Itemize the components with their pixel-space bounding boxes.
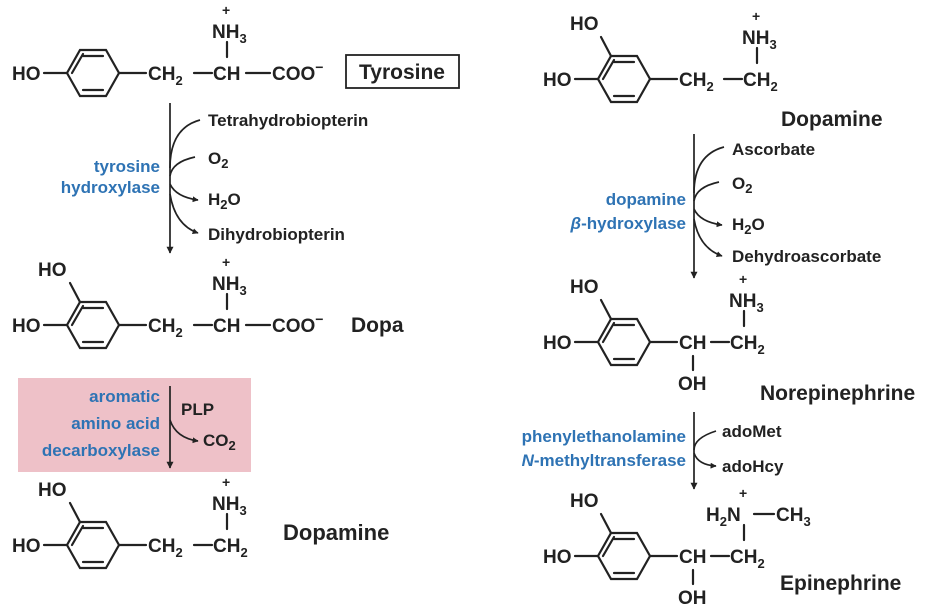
dopamine-left-name: Dopamine — [283, 520, 389, 545]
epinephrine-ho-top-label: HO — [570, 491, 599, 512]
tyrosine-coo-label: COO− — [272, 59, 323, 85]
step1-h2o: H2O — [208, 190, 241, 212]
dopa-structure: HO HO CH2 CH + NH3 COO− Dopa — [12, 254, 404, 350]
step3-oxygen-in-curve — [693, 181, 720, 202]
tyrosine-structure: HO CH2 CH + NH3 COO− Tyrosine — [12, 2, 460, 98]
tyrosine-benzene-ring — [65, 48, 121, 98]
step3-ascorbate: Ascorbate — [732, 140, 815, 159]
epinephrine-ch3-label: CH3 — [776, 505, 811, 529]
step1-oxygen-in-curve — [169, 156, 196, 177]
dopamine-right-ch2b-label: CH2 — [743, 70, 778, 94]
step1-enzyme-line1: tyrosine — [94, 157, 160, 176]
tyrosine-ho-label: HO — [12, 64, 41, 85]
dopa-coo-label: COO− — [272, 311, 323, 337]
dopamine-right-ch2a-label: CH2 — [679, 70, 714, 94]
norepinephrine-ch-label: CH — [679, 333, 706, 354]
step3-o2: O2 — [732, 174, 752, 196]
step1-enzyme-line2: hydroxylase — [61, 178, 160, 197]
dopamine-left-ho-top-label: HO — [38, 480, 67, 501]
step4-adomet: adoMet — [722, 422, 782, 441]
step4-enzyme-line1: phenylethanolamine — [522, 427, 686, 446]
decarboxylase-highlight-box — [18, 378, 251, 472]
tyrosine-name-box — [345, 54, 460, 89]
epinephrine-benzene-ring — [596, 531, 652, 581]
step2-co2-out-arrow — [169, 419, 199, 444]
epinephrine-ch2-label: CH2 — [730, 547, 765, 571]
step1-cofactor-in-curve — [169, 119, 201, 169]
norepinephrine-plus-charge: + — [739, 271, 747, 287]
step3-enzyme-line1: dopamine — [606, 190, 686, 209]
dopamine-left-benzene-ring — [65, 520, 121, 570]
tyrosine-ch-label: CH — [213, 64, 240, 85]
dopa-name: Dopa — [351, 314, 404, 337]
dopamine-right-structure: HO HO CH2 CH2 + NH3 Dopamine — [543, 8, 883, 131]
dopamine-right-benzene-ring — [596, 54, 652, 104]
dopamine-left-plus-charge: + — [222, 474, 230, 490]
dopamine-left-nh3-label: NH3 — [212, 494, 247, 518]
epinephrine-ho-label: HO — [543, 547, 572, 568]
step4-adomet-in-curve — [693, 430, 717, 451]
epinephrine-ch-label: CH — [679, 547, 706, 568]
step1-o2: O2 — [208, 149, 228, 171]
epinephrine-h2n-label: H2N — [706, 505, 741, 529]
epinephrine-plus-charge: + — [739, 485, 747, 501]
tyrosine-name: Tyrosine — [359, 61, 445, 84]
norepinephrine-ho-label: HO — [543, 333, 572, 354]
dopamine-left-ch2b-label: CH2 — [213, 536, 248, 560]
dopa-ho-label: HO — [12, 316, 41, 337]
step2-reaction: PLP CO2 aromatic amino acid decarboxylas… — [42, 386, 236, 469]
step4-reaction: adoMet adoHcy phenylethanolamine N-methy… — [522, 412, 784, 490]
step4-adohcy: adoHcy — [722, 457, 784, 476]
step4-enzyme-line2: N-methyltransferase — [522, 451, 686, 470]
dopamine-right-name: Dopamine — [781, 108, 883, 131]
tyrosine-nh3-label: NH3 — [212, 22, 247, 46]
tyrosine-ch2-label: CH2 — [148, 64, 183, 88]
epinephrine-name: Epinephrine — [780, 572, 901, 595]
dopa-benzene-ring — [65, 300, 121, 350]
dopamine-right-ho-top-label: HO — [570, 14, 599, 35]
step2-enzyme-line3: decarboxylase — [42, 441, 160, 460]
dopamine-right-plus-charge: + — [752, 8, 760, 24]
dopamine-right-ho-label: HO — [543, 70, 572, 91]
dopamine-left-ch2a-label: CH2 — [148, 536, 183, 560]
step3-dehydroascorbate: Dehydroascorbate — [732, 247, 881, 266]
dopamine-right-nh3-label: NH3 — [742, 28, 777, 52]
step2-co2: CO2 — [203, 431, 236, 453]
dopa-nh3-label: NH3 — [212, 274, 247, 298]
step3-enzyme-line2: β-hydroxylase — [570, 214, 686, 233]
norepinephrine-nh3-label: NH3 — [729, 291, 764, 315]
step3-reaction: Ascorbate O2 H2O Dehydroascorbate dopami… — [570, 134, 881, 279]
dopa-ch2-label: CH2 — [148, 316, 183, 340]
dopa-plus-charge: + — [222, 254, 230, 270]
step3-water-out-arrow — [693, 208, 723, 228]
step1-water-out-arrow — [169, 183, 199, 203]
norepinephrine-ch2-label: CH2 — [730, 333, 765, 357]
step1-cofactor-out-arrow — [169, 193, 199, 235]
epinephrine-structure: HO HO CH OH CH2 + H2N CH3 Epinephrine — [543, 485, 901, 609]
norepinephrine-ho-top-label: HO — [570, 277, 599, 298]
step1-reaction: Tetrahydrobiopterin O2 H2O Dihydrobiopte… — [61, 103, 368, 254]
epinephrine-oh-label: OH — [678, 588, 707, 609]
step4-adohcy-out-arrow — [693, 452, 717, 469]
tyrosine-plus-charge: + — [222, 2, 230, 18]
step3-ascorbate-in-curve — [693, 146, 725, 194]
step2-plp: PLP — [181, 400, 214, 419]
step1-tetrahydrobiopterin: Tetrahydrobiopterin — [208, 111, 368, 130]
norepinephrine-structure: HO HO CH OH CH2 + NH3 Norepinephrine — [543, 271, 915, 405]
step3-dehydroascorbate-out-arrow — [693, 218, 723, 258]
norepinephrine-benzene-ring — [596, 317, 652, 367]
dopa-ho-top-label: HO — [38, 260, 67, 281]
step2-enzyme-line2: amino acid — [71, 414, 160, 433]
step3-h2o: H2O — [732, 215, 765, 237]
step1-dihydrobiopterin: Dihydrobiopterin — [208, 225, 345, 244]
norepinephrine-name: Norepinephrine — [760, 382, 915, 405]
step2-enzyme-line1: aromatic — [89, 387, 160, 406]
dopa-ch-label: CH — [213, 316, 240, 337]
dopamine-left-ho-label: HO — [12, 536, 41, 557]
norepinephrine-oh-label: OH — [678, 374, 707, 395]
dopamine-left-structure: HO HO CH2 CH2 + NH3 Dopamine — [12, 474, 389, 570]
